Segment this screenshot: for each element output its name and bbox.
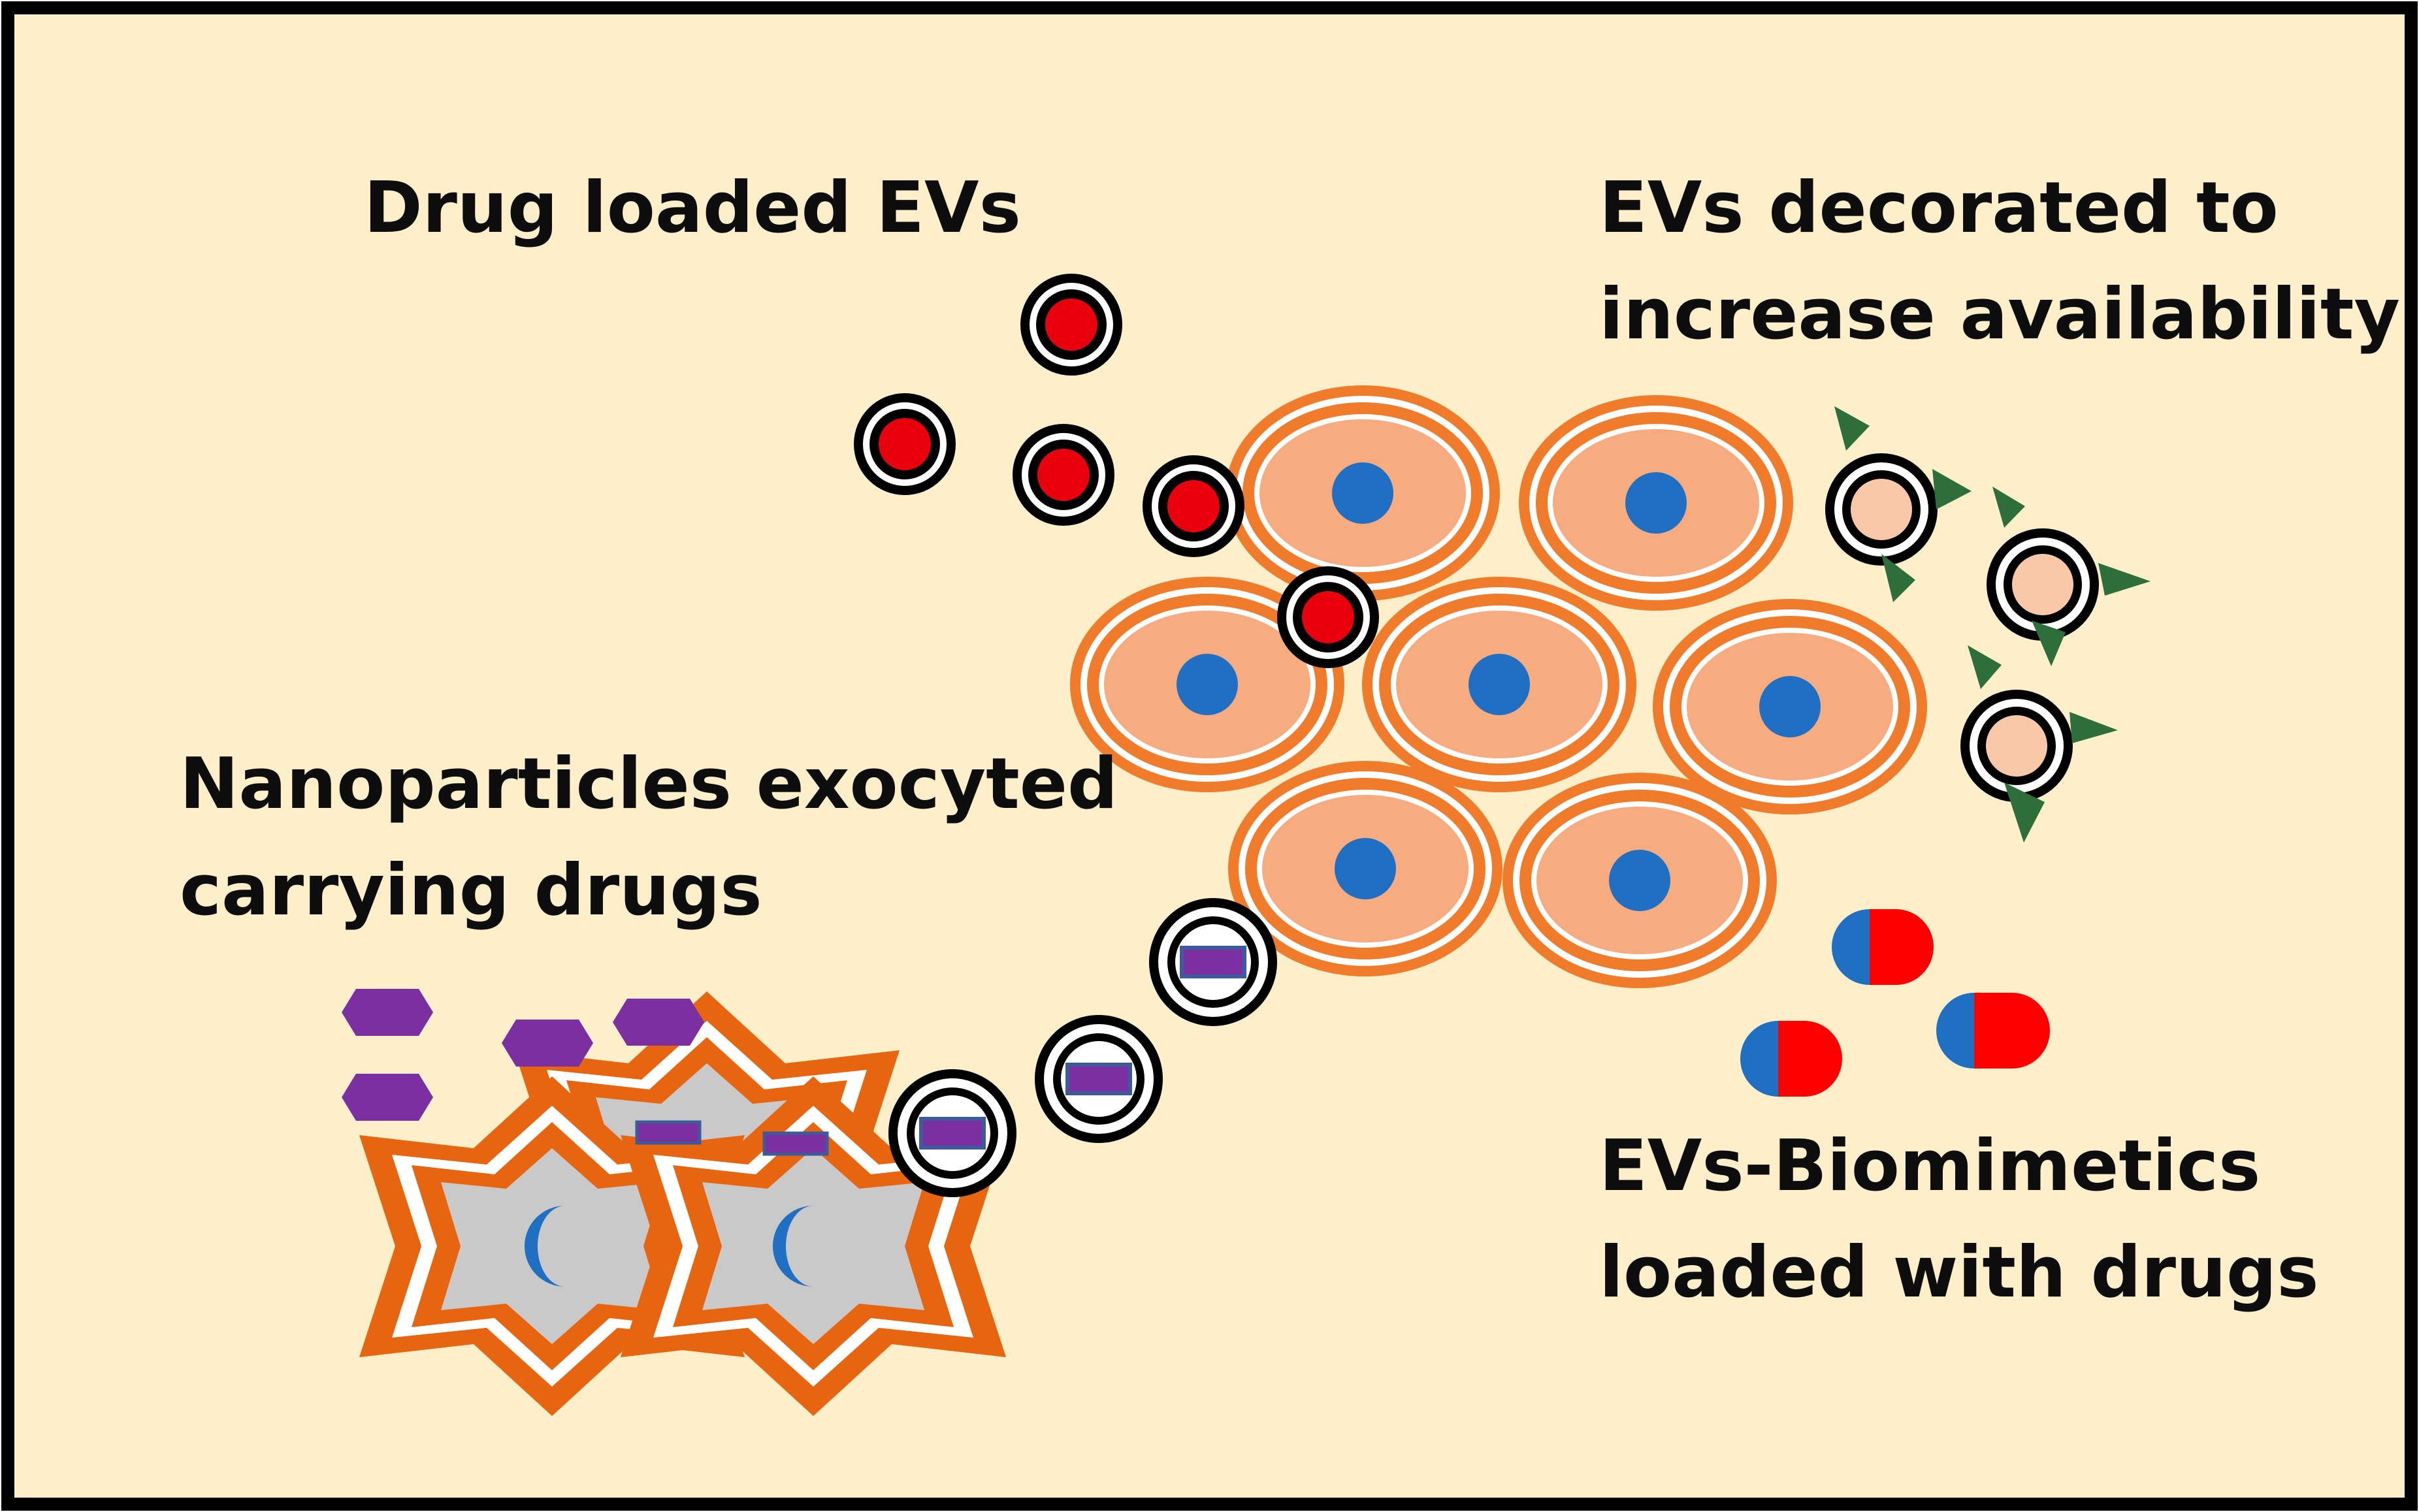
- label-drug-loaded-evs: Drug loaded EVs: [364, 167, 1021, 249]
- decorated-evs: [1825, 406, 2151, 843]
- decorated-ev: [1825, 453, 1938, 566]
- label-nanoparticles-line2: carrying drugs: [180, 850, 762, 931]
- capsule: [1936, 993, 2050, 1069]
- nanoparticle-ev: [1035, 1015, 1163, 1143]
- capsule: [1832, 909, 1934, 985]
- producer-cell: [621, 1076, 1006, 1416]
- tumor-cell: [1519, 395, 1793, 611]
- drug-loaded-ev: [1020, 274, 1122, 376]
- label-nanoparticles-line1: Nanoparticles exocyted: [180, 743, 1118, 825]
- label-biomimetics-line2: loaded with drugs: [1599, 1232, 2319, 1313]
- drug-loaded-ev: [1277, 566, 1379, 668]
- label-biomimetics-line1: EVs-Biomimetics: [1599, 1125, 2260, 1207]
- nanoparticle: [635, 1120, 702, 1145]
- drug-loaded-ev: [1013, 424, 1114, 526]
- nanoparticles: [342, 989, 829, 1156]
- label-decorated-line2: increase availability: [1599, 274, 2400, 355]
- nanoparticle: [342, 1074, 433, 1121]
- nanoparticle-ev: [888, 1069, 1016, 1197]
- drug-loaded-ev: [854, 393, 956, 495]
- decorated-ev: [1960, 690, 2073, 802]
- tumor-cell: [1226, 385, 1500, 601]
- nanoparticle: [502, 1020, 593, 1067]
- drug-loaded-ev: [1143, 455, 1244, 557]
- nanoparticle-ev: [1149, 898, 1277, 1026]
- capsule: [1740, 1021, 1842, 1097]
- tumor-cell: [1502, 773, 1777, 988]
- ligand-markers: [1834, 406, 2151, 843]
- label-decorated-line1: EVs decorated to: [1599, 167, 2279, 249]
- tumor-cell: [1362, 577, 1636, 792]
- decorated-ev: [1987, 528, 2099, 641]
- nanoparticle: [762, 1131, 829, 1156]
- producer-cell: [359, 1076, 745, 1416]
- nanoparticle: [342, 989, 433, 1036]
- nanoparticle: [613, 999, 704, 1046]
- biomimetic-capsules: [1740, 909, 2050, 1097]
